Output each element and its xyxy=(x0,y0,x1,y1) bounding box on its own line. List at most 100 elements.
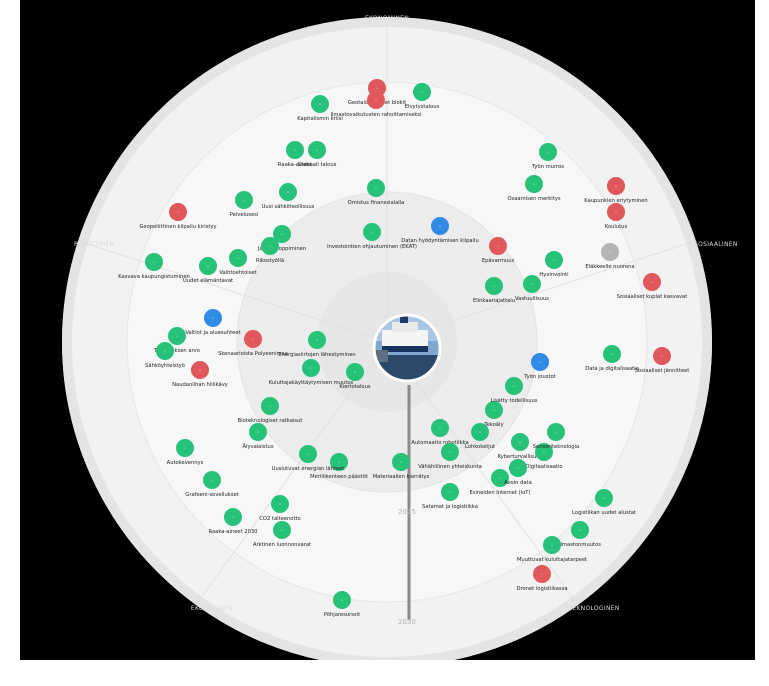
trend-node[interactable]: ◦Logistiikan uudet alustat xyxy=(572,489,636,516)
trend-node-icon: ◦ xyxy=(579,528,582,534)
trend-node-label: Rikostyöllä xyxy=(256,258,284,264)
trend-node[interactable]: ◦Lohkoketjut xyxy=(465,423,495,450)
trend-node[interactable]: ◦Älyvalaistus xyxy=(242,423,274,450)
trend-node-dot xyxy=(413,83,431,101)
trend-node-icon: ◦ xyxy=(543,450,546,456)
trend-node[interactable]: ◦Rikostyöllä xyxy=(256,237,284,264)
axis-label-left: POLIITTINEN xyxy=(74,241,114,248)
trend-node[interactable]: ◦Elvytystalous xyxy=(405,83,440,110)
trend-node[interactable]: ◦Uusi sähköteollisuus xyxy=(262,183,315,210)
trend-node-label: Esineiden Internet (IoT) xyxy=(470,490,531,496)
trend-node-dot xyxy=(346,363,364,381)
trend-node[interactable]: ◦Satamat ja logistiikka xyxy=(422,483,478,510)
trend-node[interactable]: ◦Hyvinvointi xyxy=(539,251,569,278)
trend-node[interactable]: ◦Globaali talous xyxy=(298,141,337,168)
trend-node[interactable]: ◦Muuttuvat kuluttajatarpeet xyxy=(517,536,587,563)
trend-node[interactable]: ◦Työn joustot xyxy=(523,353,556,380)
trend-node-label: Työn murros xyxy=(531,164,564,170)
trend-node[interactable]: ◦Investointien ohjautuminen (EKAT) xyxy=(327,223,417,250)
trend-node[interactable]: ◦Omistus finanssialalla xyxy=(348,179,405,206)
trend-node-dot xyxy=(392,453,410,471)
trend-node-dot xyxy=(363,223,381,241)
trend-node[interactable]: ◦Raaka-aineet xyxy=(278,141,312,168)
trend-node[interactable]: ◦Skenaarioista Polyeenimaa xyxy=(218,330,288,357)
trend-node-label: Globaali talous xyxy=(298,162,337,168)
trend-node-label: Uudet elämäntavat xyxy=(183,278,233,284)
trend-node-icon: ◦ xyxy=(517,466,520,472)
trend-node[interactable]: ◦Osaamisen merkitys xyxy=(507,175,561,202)
trend-node-dot xyxy=(169,203,187,221)
trend-node[interactable]: ◦Grafeeni-sovellukset xyxy=(185,471,239,498)
trend-node[interactable]: ◦Arktinen luonnonvarat xyxy=(253,521,311,548)
trend-node[interactable]: ◦Lisätty todellisuus xyxy=(491,377,538,404)
trend-node-dot xyxy=(168,327,186,345)
trend-node[interactable]: ◦Materiaalien kierrätys xyxy=(373,453,430,480)
trend-node[interactable]: ◦Kiertotalous xyxy=(339,363,371,390)
trend-node-dot xyxy=(431,419,449,437)
trend-node-icon: ◦ xyxy=(449,490,452,496)
trend-node-dot xyxy=(441,483,459,501)
trend-node-icon: ◦ xyxy=(519,440,522,446)
trend-node[interactable]: ◦Avoin data xyxy=(504,459,532,486)
trend-node[interactable]: ◦Epävarmuus xyxy=(482,237,515,264)
axis-label-bottom-right: TEKNOLOGINEN xyxy=(567,605,619,612)
trend-node-icon: ◦ xyxy=(177,210,180,216)
trend-node[interactable]: ◦Pelvelusesi xyxy=(230,191,259,218)
trend-node[interactable]: ◦ Esineiden Internet (IoT) xyxy=(470,469,531,496)
trend-node[interactable]: ◦Uudet elämäntavat xyxy=(183,257,233,284)
trend-node[interactable]: ◦Kyberturvallisuus xyxy=(498,433,543,460)
trend-node-label: Muuttuvat kuluttajatarpeet xyxy=(517,557,587,563)
trend-node[interactable]: ◦Uusiutuvat energian lähteet xyxy=(272,445,345,472)
trend-node[interactable]: ◦Naudanlihan hiilikävy xyxy=(172,361,228,388)
trend-node[interactable]: ◦Autokevennys xyxy=(167,439,204,466)
trend-node[interactable]: ◦Raaka-aineet 2030 xyxy=(209,508,258,535)
trend-node[interactable]: ◦CO2 talteenotto xyxy=(259,495,301,522)
trend-node[interactable]: ◦Tekoäly xyxy=(483,401,504,428)
trend-node-dot xyxy=(261,397,279,415)
trend-node[interactable]: ◦Työn murros xyxy=(531,143,564,170)
trend-node[interactable]: ◦Meriliikenteen päästöt xyxy=(310,453,368,480)
trend-node[interactable]: ◦Jatkuva oppiminen xyxy=(257,225,306,252)
trend-node-dot xyxy=(535,443,553,461)
trend-node[interactable]: ◦Tutkimuksen arvo xyxy=(153,327,200,354)
trend-node-dot xyxy=(308,141,326,159)
trend-node[interactable]: ◦Pöhjaresurssit xyxy=(324,591,360,618)
trend-node[interactable]: ◦Dronet logistiikassa xyxy=(517,565,568,592)
trend-node[interactable]: ◦Valtiot ja aluesuhteet xyxy=(185,309,241,336)
trend-node[interactable]: ◦Kasvava kaupungistuminen xyxy=(118,253,190,280)
trend-node[interactable]: ◦Bioteknologiset ratkaisut xyxy=(238,397,303,424)
trend-node[interactable]: ◦Ilmastonmuutos xyxy=(559,521,601,548)
axis-label-right: SOSIAALINEN xyxy=(694,241,738,248)
trend-node-icon: ◦ xyxy=(310,366,313,372)
trend-node[interactable]: ◦Kapitalismin kriisi xyxy=(297,95,343,122)
trend-node[interactable]: ◦Vaihtoehtoiset xyxy=(219,249,257,276)
trend-radar: 2025 2030 EKONOMINEN POLIITTINEN SOSIAAL… xyxy=(62,15,738,660)
trend-node[interactable]: ◦Kaupunkien eriytyminen xyxy=(584,177,648,204)
trend-node[interactable]: ◦Sosiaaliset jännitteet xyxy=(635,347,690,374)
trend-node[interactable]: ◦Digitaalisaatio xyxy=(525,443,563,470)
trend-node[interactable]: ◦Kuluttajakäyttäytymisen muutos xyxy=(269,359,354,386)
trend-node-label: Ilmastovaikutusten rahoittamiseksi xyxy=(330,112,421,118)
trend-node[interactable]: ◦Data ja digitalisaatio xyxy=(585,345,639,372)
trend-node[interactable]: ◦Vähähiilinen yhteiskunta xyxy=(418,443,482,470)
trend-node[interactable]: ◦Vastuullisuus xyxy=(515,275,549,302)
trend-node[interactable]: ◦Datan hyödyntämisen kilpailu xyxy=(401,217,479,244)
trend-node[interactable]: ◦Koulutus xyxy=(605,203,628,230)
trend-node-dot xyxy=(299,445,317,463)
trend-node[interactable]: ◦Sähköyhteistyö xyxy=(145,342,185,369)
trend-node[interactable]: ◦Eläkkeelle nuorena xyxy=(585,243,635,270)
trend-node[interactable]: ◦Elinkaariajattelu xyxy=(473,277,515,304)
trend-node-label: Koulutus xyxy=(605,224,628,230)
trend-node-dot xyxy=(523,275,541,293)
trend-node[interactable]: ◦Automaatio robotiikka xyxy=(411,419,469,446)
trend-node-label: Kasvava kaupungistuminen xyxy=(118,274,190,280)
trend-node[interactable]: ◦Sensoriteknologia xyxy=(533,423,579,450)
trend-node-icon: ◦ xyxy=(371,230,374,236)
trend-node-dot xyxy=(249,423,267,441)
trend-node[interactable]: ◦Geopoliittinen kilpailu kiristyy xyxy=(139,203,217,230)
trend-node-icon: ◦ xyxy=(400,460,403,466)
trend-node-label: Arktinen luonnonvarat xyxy=(253,542,311,548)
trend-node[interactable]: ◦Energiasiirtojen lähestyminen xyxy=(278,331,356,358)
trend-node[interactable]: ◦Sosiaaliset kuplat kasvavat xyxy=(617,273,687,300)
trend-node[interactable]: ◦Ilmastovaikutusten rahoittamiseksi xyxy=(330,91,422,118)
